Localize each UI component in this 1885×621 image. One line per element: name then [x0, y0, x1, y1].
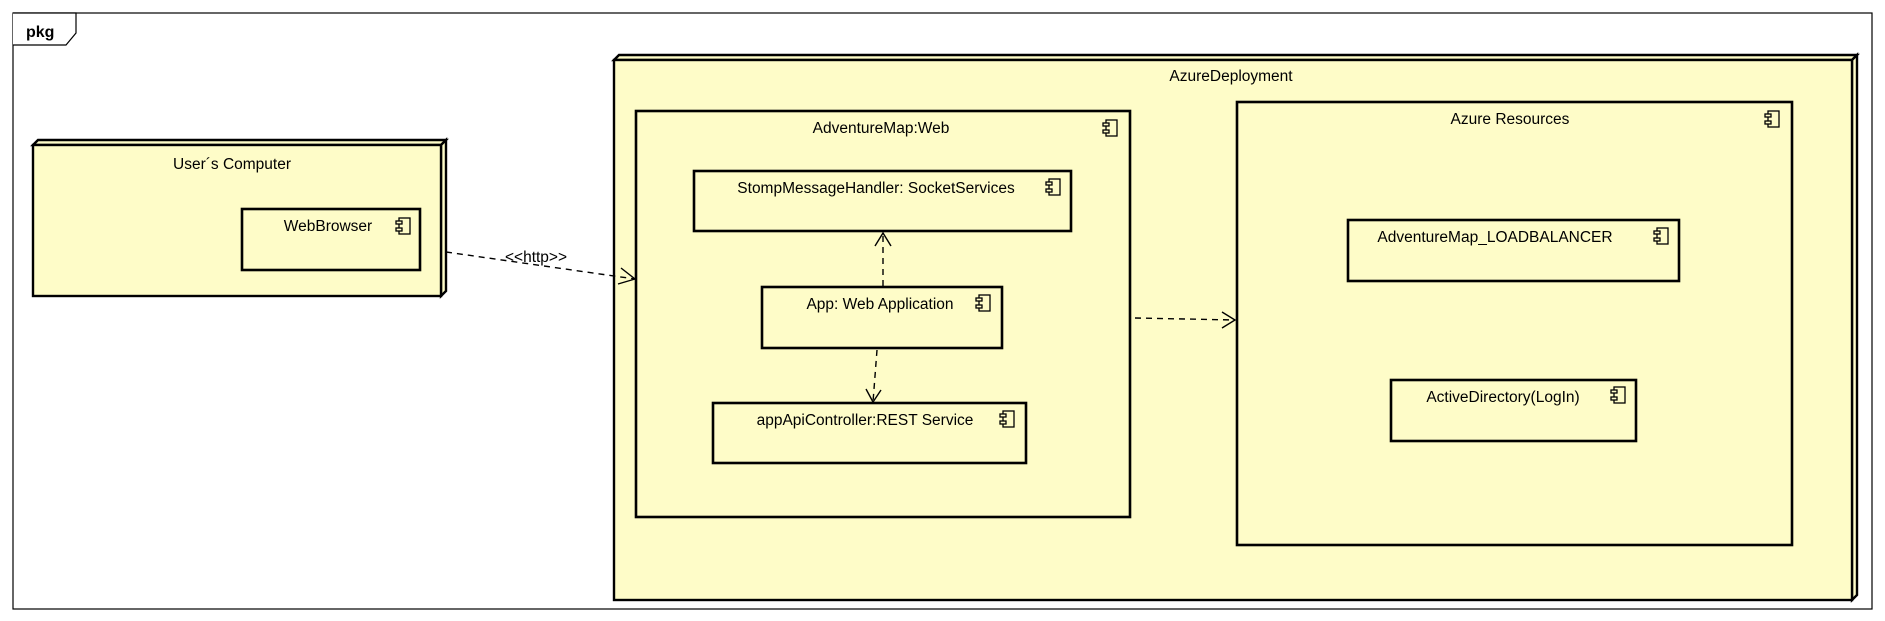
connector-web-to-azure-resources[interactable] — [1134, 311, 1237, 329]
node-users-computer-label: User´s Computer — [173, 156, 291, 173]
component-web-browser[interactable]: WebBrowser — [240, 207, 422, 272]
component-load-balancer[interactable]: AdventureMap_LOADBALANCER — [1346, 218, 1681, 283]
component-active-directory[interactable]: ActiveDirectory(LogIn) — [1389, 378, 1638, 443]
component-stomp-message-handler-label: StompMessageHandler: SocketServices — [737, 180, 1015, 197]
component-adventuremap-web-label: AdventureMap:Web — [813, 120, 950, 137]
component-stomp-message-handler[interactable]: StompMessageHandler: SocketServices — [692, 169, 1073, 233]
connector-http-label: <<http>> — [505, 249, 567, 266]
connector-app-to-stomp[interactable] — [874, 231, 892, 286]
connector-app-to-api[interactable] — [865, 349, 882, 404]
component-app-api-controller[interactable]: appApiController:REST Service — [711, 401, 1028, 465]
component-app-web-application-label: App: Web Application — [806, 296, 953, 313]
component-load-balancer-label: AdventureMap_LOADBALANCER — [1377, 229, 1612, 246]
frame-label: pkg — [26, 24, 54, 41]
component-active-directory-label: ActiveDirectory(LogIn) — [1426, 389, 1579, 406]
connector-http[interactable]: <<http>> — [445, 249, 637, 285]
component-app-api-controller-label: appApiController:REST Service — [757, 412, 974, 429]
component-app-web-application[interactable]: App: Web Application — [760, 285, 1004, 350]
component-azure-resources-label: Azure Resources — [1451, 111, 1570, 128]
package-frame: pkg — [12, 12, 1873, 610]
node-azure-deployment-label: AzureDeployment — [1169, 68, 1293, 85]
component-azure-resources[interactable]: Azure Resources — [1235, 100, 1794, 547]
component-web-browser-label: WebBrowser — [284, 218, 372, 235]
